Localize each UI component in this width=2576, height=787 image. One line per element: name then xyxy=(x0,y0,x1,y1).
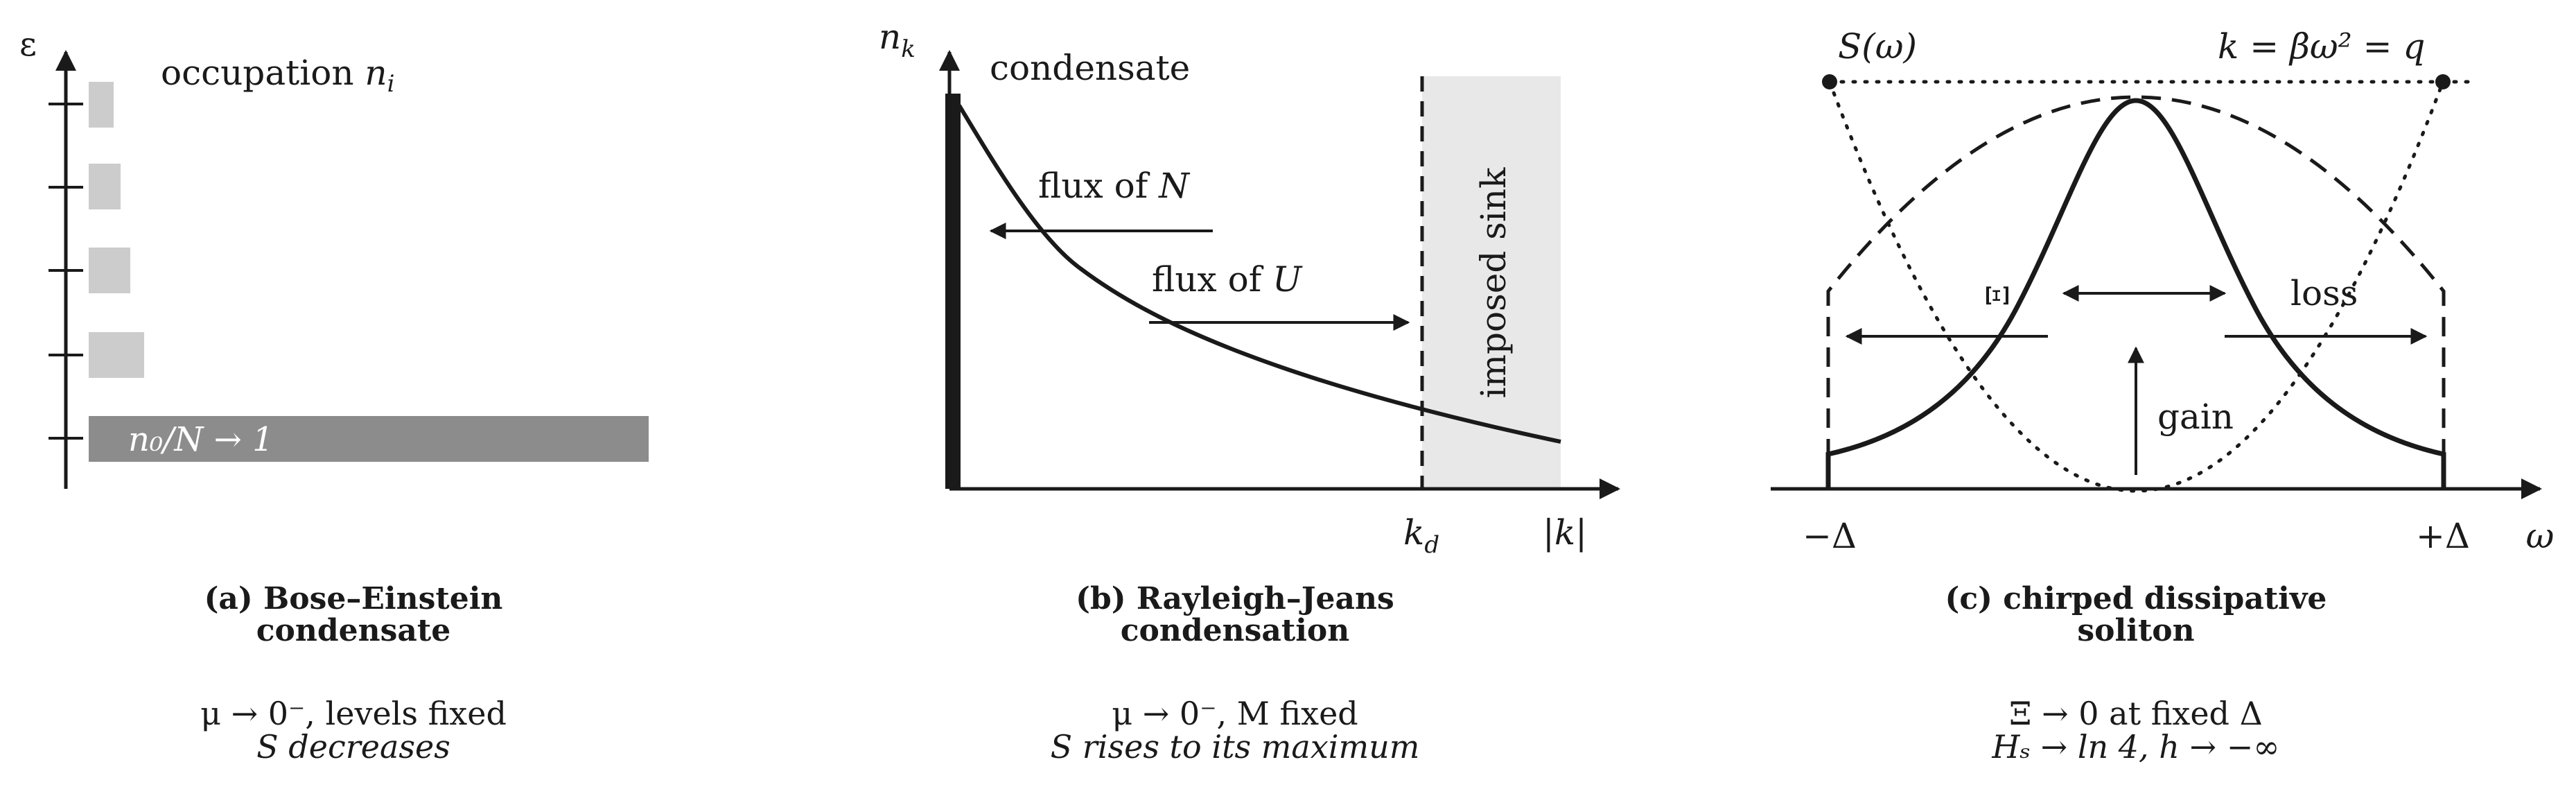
imposed-sink-label: imposed sink xyxy=(1473,167,1514,399)
dotted-parabola xyxy=(1828,80,2445,493)
panel-b-note-line2: S rises to its maximum xyxy=(1051,728,1420,766)
level-bar-1 xyxy=(89,332,144,378)
panel-a-note-line2: S decreases xyxy=(256,728,450,766)
panel-a: ε n₀/N → 1 occupation ni (a) Bose–Einste… xyxy=(19,25,649,766)
nk-axis-label: nk xyxy=(879,17,915,63)
condensate-spike xyxy=(945,94,961,489)
omega-axis-label: ω xyxy=(2526,516,2555,556)
panel-a-note-line1: μ → 0⁻, levels fixed xyxy=(200,695,507,732)
k-beta-omega-label: k = βω² = q xyxy=(2218,26,2425,67)
ground-state-label: n₀/N → 1 xyxy=(128,420,274,459)
imposed-sink-region xyxy=(1422,76,1561,489)
panel-a-caption-line1: (a) Bose–Einstein xyxy=(204,581,503,616)
loss-label: loss xyxy=(2290,273,2358,313)
level-bar-2 xyxy=(89,248,130,293)
panel-b: imposed sink nk condensate flux of N flu… xyxy=(879,17,1620,766)
panel-b-caption-line1: (b) Rayleigh–Jeans xyxy=(1076,581,1394,616)
soliton-spectrum xyxy=(1825,98,2446,489)
s-omega-label: S(ω) xyxy=(1838,26,1917,67)
panel-c-note-line1: Ξ → 0 at fixed Δ xyxy=(2009,695,2263,732)
energy-axis-label: ε xyxy=(19,25,37,64)
rayleigh-jeans-curve xyxy=(957,104,1561,444)
condensate-label: condensate xyxy=(990,48,1190,88)
plus-delta-label: +Δ xyxy=(2416,516,2470,556)
panel-a-caption-line2: condensate xyxy=(256,613,450,648)
ground-state-bar xyxy=(89,416,649,462)
panel-b-caption-line2: condensation xyxy=(1121,613,1350,648)
xi-label: Ξ xyxy=(1981,285,2016,306)
level-bar-4 xyxy=(89,82,114,128)
dashed-envelope xyxy=(1826,95,2446,489)
panel-c-caption-line1: (c) chirped dissipative xyxy=(1945,581,2327,616)
occupation-label: occupation ni xyxy=(161,53,395,98)
flux-n-label: flux of N xyxy=(1038,166,1191,206)
right-marker-dot xyxy=(2435,74,2451,89)
panel-c-caption-line2: soliton xyxy=(2077,613,2194,648)
gain-label: gain xyxy=(2157,397,2234,437)
level-bar-3 xyxy=(89,164,121,209)
panel-b-note-line1: μ → 0⁻, M fixed xyxy=(1112,695,1358,732)
panel-c-note-line2: Hₛ → ln 4, h → −∞ xyxy=(1991,728,2279,766)
flux-u-label: flux of U xyxy=(1152,259,1303,300)
panel-c: Ξ loss gain S(ω) k = βω² = q −Δ +Δ ω (c)… xyxy=(1771,26,2554,766)
k-axis-label: |k| xyxy=(1543,512,1587,553)
kd-label: kd xyxy=(1403,512,1439,559)
minus-delta-label: −Δ xyxy=(1803,516,1857,556)
